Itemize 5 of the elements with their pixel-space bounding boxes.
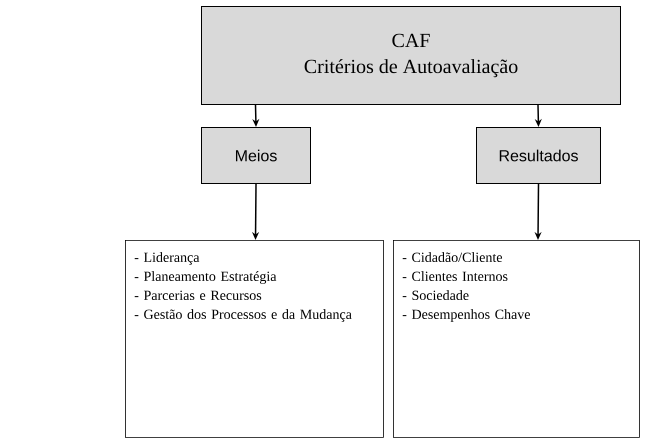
list-box: - Cidadão/Cliente - Clientes Internos - Sociedade - Desempenhos Chave	[393, 240, 640, 438]
title-box: CAF Critérios de Autoavaliação	[201, 6, 621, 105]
category-box: Meios	[201, 127, 311, 184]
category-box: Resultados	[476, 127, 601, 184]
list-box: - Liderança - Planeamento Estratégia - Parcerias e Recursos - Gestão dos Processos e da Mudança	[125, 240, 384, 438]
